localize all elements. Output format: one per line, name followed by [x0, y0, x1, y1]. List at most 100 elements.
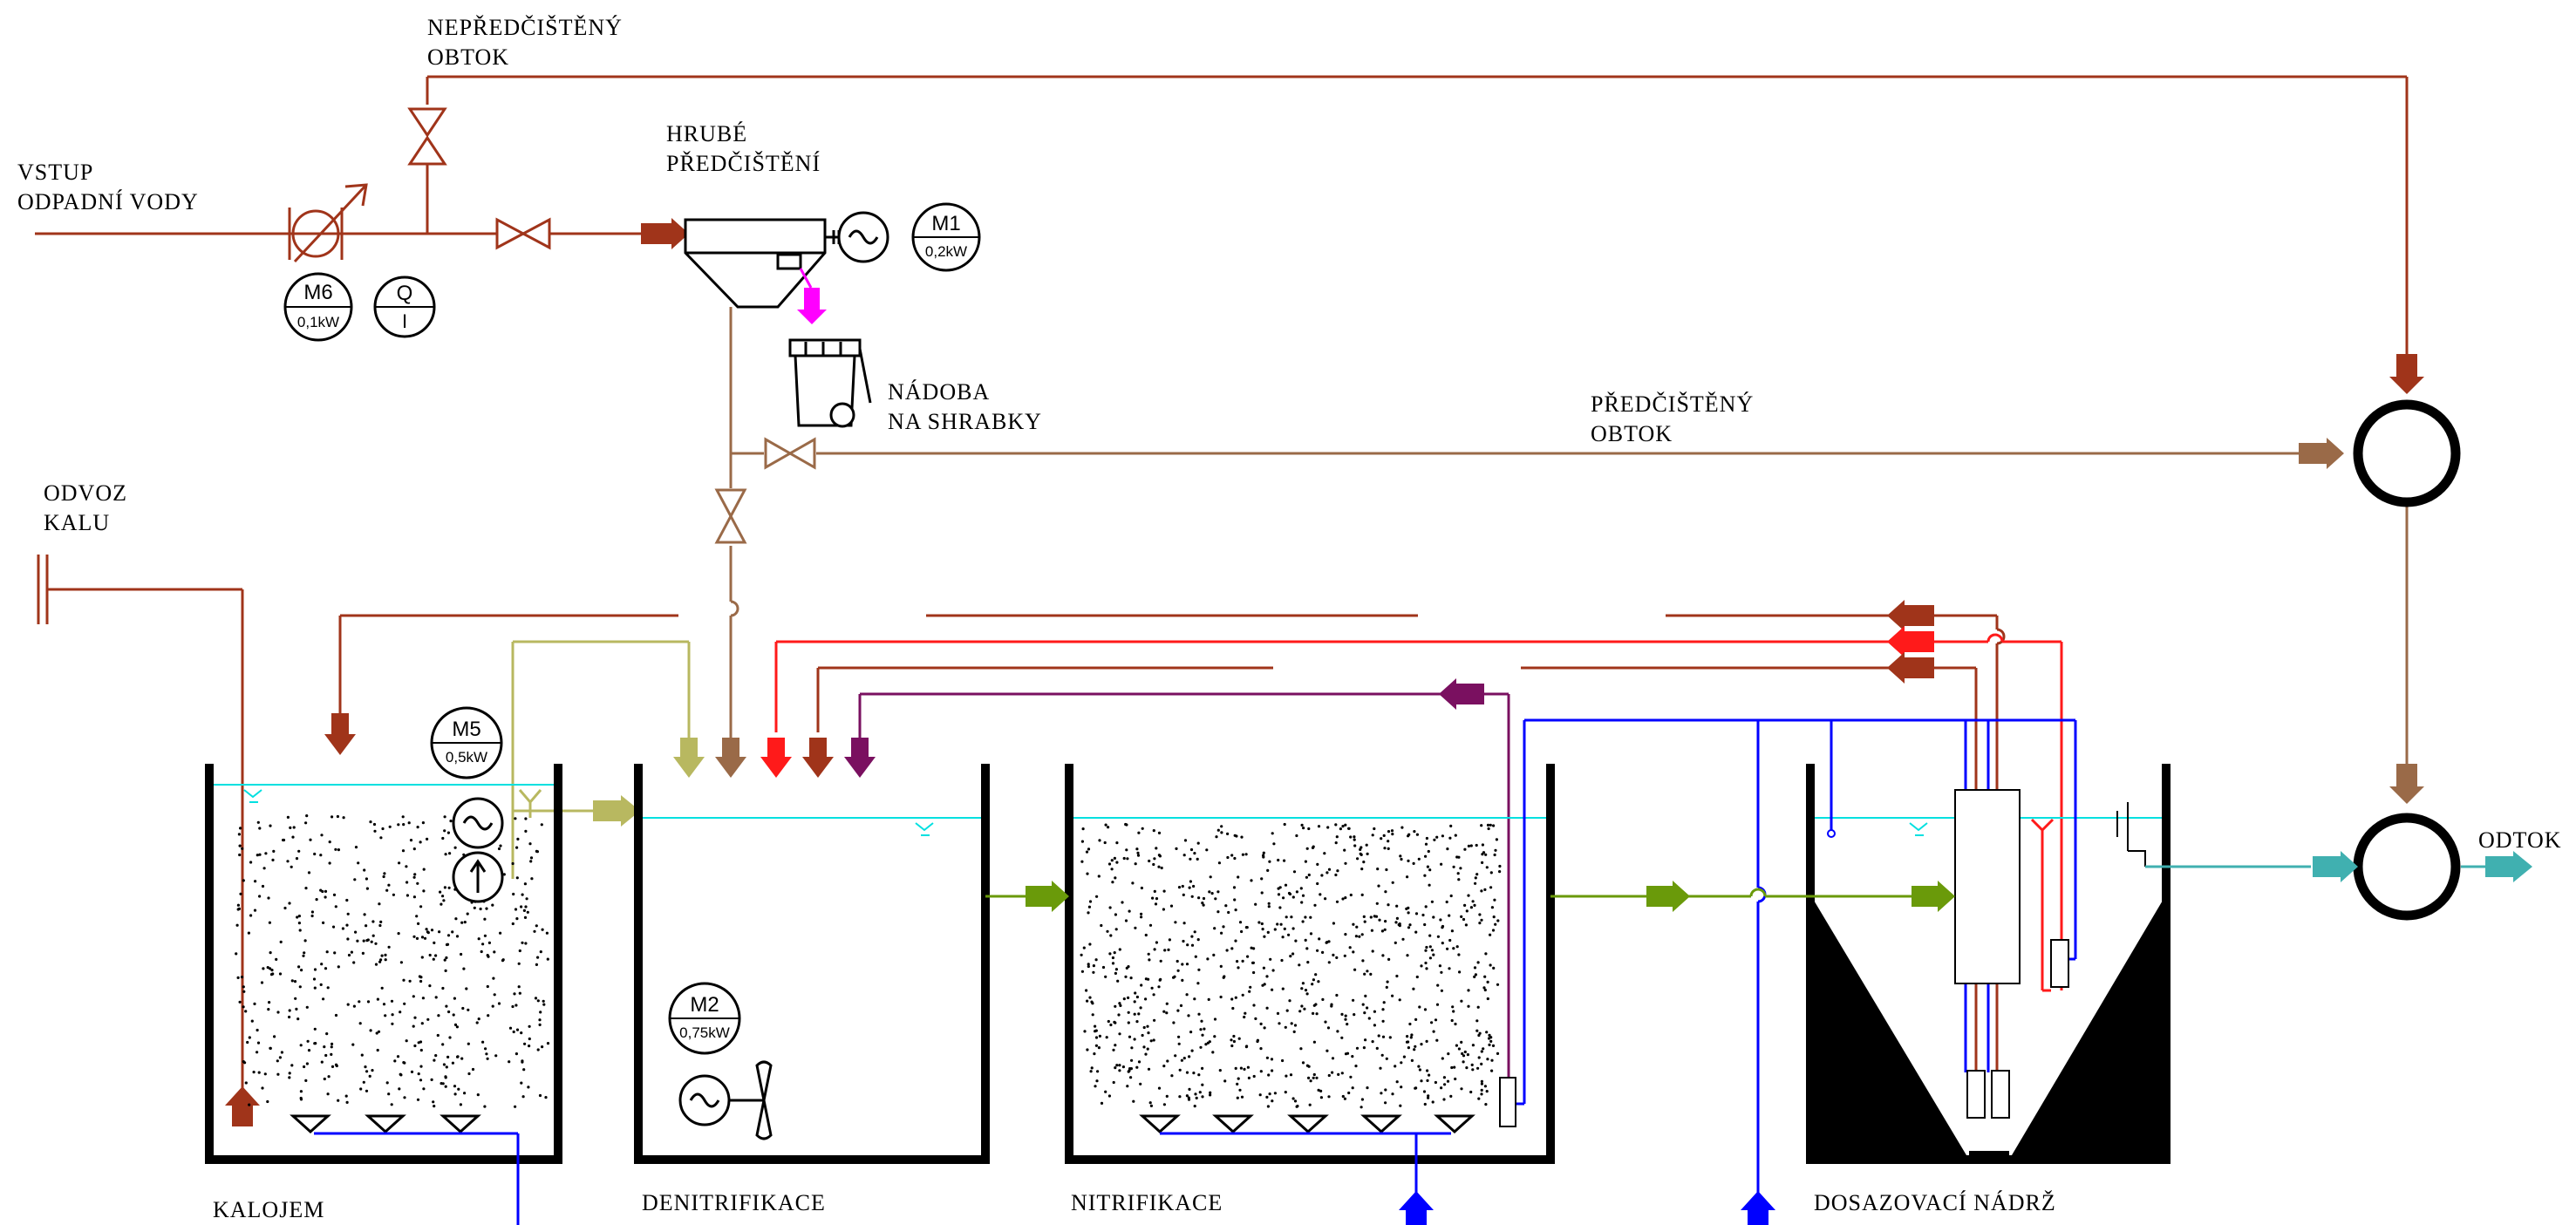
particle — [1400, 826, 1404, 829]
particle — [420, 936, 425, 939]
particle — [1181, 963, 1184, 966]
particle — [258, 827, 262, 830]
particle — [345, 1100, 349, 1104]
particle — [434, 996, 438, 999]
particle — [1218, 1069, 1222, 1072]
particle — [1427, 849, 1430, 854]
particle — [1408, 1022, 1412, 1026]
particle — [515, 876, 519, 880]
particle — [361, 951, 365, 955]
particle — [257, 1071, 261, 1074]
particle — [1483, 975, 1487, 978]
pretreated-bypass-valve — [764, 437, 816, 470]
particle — [1465, 1066, 1469, 1070]
particle — [1185, 963, 1189, 966]
particle — [1346, 1023, 1349, 1026]
particle — [1263, 1026, 1266, 1030]
particle — [383, 872, 386, 875]
particle — [1450, 1065, 1454, 1070]
inlet-valve — [495, 217, 551, 250]
particle — [1271, 969, 1275, 972]
particle — [1356, 857, 1360, 861]
particle — [1417, 1065, 1421, 1068]
particle — [1395, 904, 1399, 908]
particle — [1109, 934, 1113, 937]
particle — [1110, 868, 1114, 871]
particle — [511, 1004, 515, 1009]
particle — [397, 823, 400, 827]
inlet-flow-arrow — [641, 218, 689, 249]
particle — [1462, 1060, 1465, 1064]
particle — [1141, 827, 1144, 830]
particle — [1151, 896, 1155, 900]
particle — [527, 1085, 530, 1089]
particle — [1243, 1067, 1246, 1071]
particle — [1258, 1093, 1262, 1097]
particle — [1211, 1051, 1215, 1054]
particle — [1467, 894, 1470, 897]
particle — [1132, 1099, 1135, 1103]
particle — [491, 903, 494, 907]
particle — [248, 1036, 251, 1039]
particle — [1489, 871, 1493, 875]
particle — [1177, 1042, 1181, 1045]
particle — [1475, 1029, 1479, 1032]
particle — [303, 939, 307, 943]
particle — [1239, 1066, 1243, 1070]
particle — [1088, 943, 1092, 946]
particle — [1364, 994, 1367, 997]
particle — [297, 849, 301, 853]
particle — [480, 949, 483, 954]
particle — [378, 923, 382, 928]
particle — [514, 908, 518, 911]
particle — [1193, 997, 1196, 1001]
motor-m6-power: 0,1kW — [297, 314, 339, 330]
particle — [1312, 1011, 1315, 1015]
particle — [256, 854, 259, 857]
particle — [444, 969, 447, 972]
particle — [1271, 988, 1274, 991]
particle — [1088, 900, 1093, 903]
particle — [1490, 906, 1494, 909]
particle — [1478, 922, 1482, 925]
particle — [1206, 1041, 1210, 1045]
particle — [341, 927, 344, 930]
particle — [1384, 1088, 1387, 1092]
particle — [1387, 840, 1390, 843]
particle — [256, 820, 260, 824]
particle — [539, 950, 542, 954]
process-flow-lines — [985, 888, 1913, 898]
screen-label-line2: PŘEDČIŠTĚNÍ — [666, 151, 821, 176]
particle — [269, 824, 272, 827]
particle — [1118, 1069, 1121, 1072]
particle — [1142, 1045, 1146, 1049]
particle — [434, 954, 438, 957]
particle — [1144, 933, 1148, 937]
particle — [1096, 1070, 1100, 1073]
particle — [1382, 1001, 1386, 1004]
particle — [396, 1055, 400, 1058]
particle — [401, 815, 405, 819]
particle — [1244, 1045, 1248, 1049]
particle — [1498, 864, 1502, 868]
particle — [1331, 1071, 1334, 1074]
particle — [1197, 1073, 1201, 1077]
particle — [390, 999, 394, 1003]
particle — [312, 977, 317, 981]
particle — [1241, 853, 1244, 856]
particle — [1153, 1018, 1156, 1022]
particle — [1237, 966, 1240, 970]
particle — [1122, 856, 1126, 861]
particle — [1301, 982, 1305, 985]
particle — [325, 1032, 329, 1036]
particle — [1290, 915, 1293, 919]
particle — [1475, 873, 1479, 876]
particle — [1111, 962, 1115, 965]
particle — [481, 943, 485, 946]
particle — [1471, 900, 1475, 903]
particle — [366, 938, 370, 942]
particle — [256, 1051, 259, 1054]
particle — [521, 1060, 524, 1064]
particle — [413, 873, 417, 876]
particle — [1477, 1097, 1481, 1100]
